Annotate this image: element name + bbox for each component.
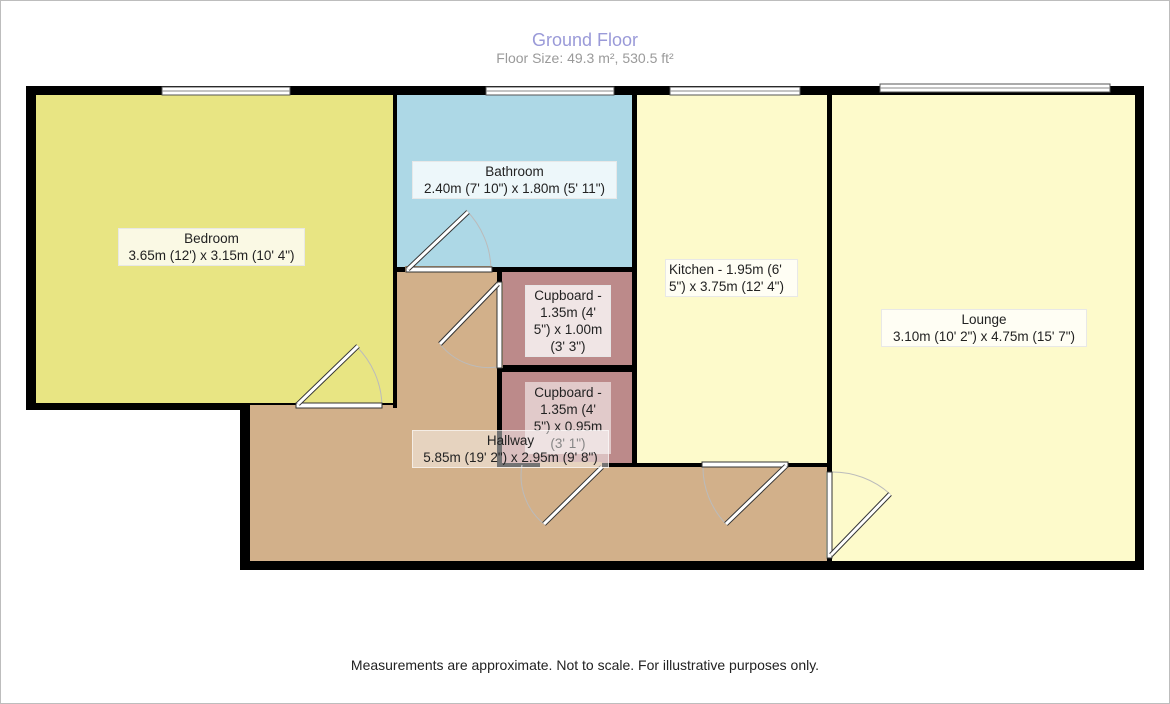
cupboard-2-line4: (3' 1") — [550, 436, 586, 451]
bathroom-dims: 2.40m (7' 10") x 1.80m (5' 11") — [423, 181, 606, 196]
cupboard-1-line2: 1.35m (4' — [540, 305, 596, 320]
cupboard-1-label: Cupboard - 1.35m (4' 5") x 1.00m (3' 3") — [525, 285, 611, 357]
bedroom-dims: 3.65m (12') x 3.15m (10' 4") — [128, 248, 295, 263]
door-bedroom — [295, 344, 383, 409]
bedroom-label: Bedroom 3.65m (12') x 3.15m (10' 4") — [118, 228, 305, 266]
door-bathroom — [405, 209, 493, 273]
cupboard-1-line3: 5") x 1.00m — [533, 322, 603, 337]
cupboard-2-label: Cupboard - 1.35m (4' 5") x 0.95m (3' 1") — [525, 382, 611, 454]
door-cupboard-1 — [438, 281, 503, 369]
hallway-dims: 5.85m (19' 2") x 2.95m (9' 8") — [423, 450, 598, 465]
bathroom-label: Bathroom 2.40m (7' 10") x 1.80m (5' 11") — [412, 161, 617, 199]
lounge-label: Lounge 3.10m (10' 2") x 4.75m (15' 7") — [881, 309, 1087, 347]
interior-walls — [393, 95, 832, 561]
hallway-name: Hallway — [486, 433, 535, 448]
floor-title: Ground Floor — [531, 30, 639, 50]
lounge-name: Lounge — [961, 312, 1007, 327]
kitchen-name: Kitchen - 1.95m (6' — [669, 262, 782, 277]
hallway-label: Hallway 5.85m (19' 2") x 2.95m (9' 8") — [412, 430, 609, 468]
disclaimer: Measurements are approximate. Not to sca… — [350, 657, 820, 673]
door-kitchen — [701, 461, 789, 526]
cupboard-1-line4: (3' 3") — [550, 339, 586, 354]
floor-size: Floor Size: 49.3 m², 530.5 ft² — [496, 50, 674, 66]
lounge-dims: 3.10m (10' 2") x 4.75m (15' 7") — [892, 329, 1076, 344]
kitchen-dims: 5") x 3.75m (12' 4") — [669, 279, 784, 294]
door-cupboard-2 — [520, 464, 604, 526]
kitchen-label: Kitchen - 1.95m (6' 5") x 3.75m (12' 4") — [665, 259, 798, 297]
bathroom-name: Bathroom — [485, 164, 544, 179]
cupboard-1-line1: Cupboard - — [534, 288, 602, 303]
door-lounge — [826, 471, 892, 559]
hallway-area — [250, 272, 827, 561]
cupboard-2-line2: 1.35m (4' — [540, 402, 596, 417]
cupboard-2-line1: Cupboard - — [534, 385, 602, 400]
bedroom-name: Bedroom — [184, 231, 239, 246]
